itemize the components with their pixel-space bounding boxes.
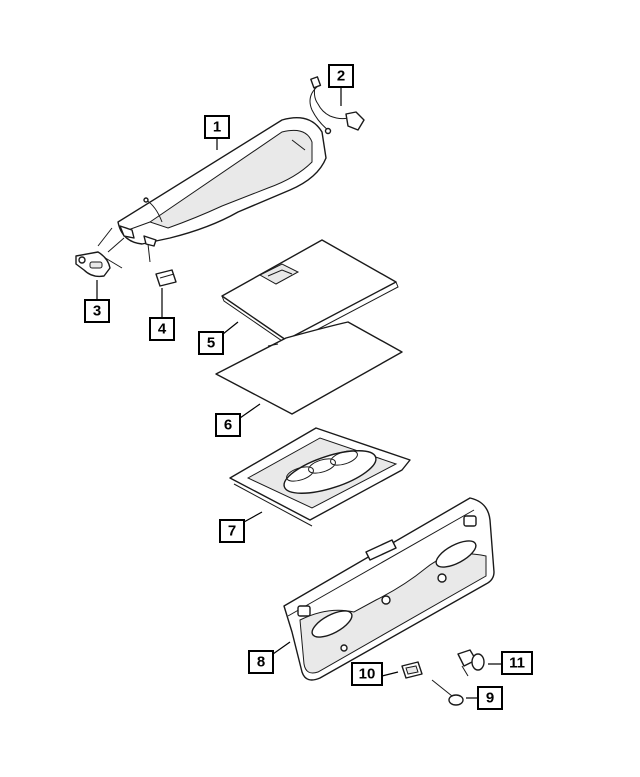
callout-5-label: 5 — [207, 335, 215, 352]
callout-8-label: 8 — [257, 654, 265, 671]
callout-7: 7 — [219, 519, 245, 543]
callout-10-label: 10 — [359, 666, 376, 683]
callout-3: 3 — [84, 299, 110, 323]
callout-4: 4 — [149, 317, 175, 341]
callout-9-label: 9 — [486, 690, 494, 707]
part-6-carpet — [215, 321, 403, 415]
part-4-clip — [155, 269, 177, 287]
part-11-push-pin — [457, 649, 485, 677]
callout-1-label: 1 — [213, 119, 221, 136]
part-8-trim-panel — [283, 497, 495, 681]
part-7-tray — [229, 427, 411, 527]
callout-8: 8 — [248, 650, 274, 674]
callout-6-label: 6 — [224, 417, 232, 434]
callout-11: 11 — [501, 651, 533, 675]
callout-2-label: 2 — [337, 68, 345, 85]
callout-9: 9 — [477, 686, 503, 710]
callout-1: 1 — [204, 115, 230, 139]
callout-2: 2 — [328, 64, 354, 88]
callout-4-label: 4 — [158, 321, 167, 338]
callout-10: 10 — [351, 662, 383, 686]
callout-3-label: 3 — [93, 303, 101, 320]
part-10-nut — [401, 661, 423, 679]
leader-lines — [96, 87, 502, 699]
callout-7-label: 7 — [228, 523, 236, 540]
part-3-bracket — [75, 251, 111, 278]
callout-6: 6 — [215, 413, 241, 437]
part-5-load-floor — [221, 239, 399, 346]
callout-5: 5 — [198, 331, 224, 355]
part-9-screw — [431, 679, 464, 706]
part-2-strap — [309, 76, 365, 135]
callout-11-label: 11 — [509, 655, 525, 672]
part-1-cargo-cover — [97, 117, 327, 269]
